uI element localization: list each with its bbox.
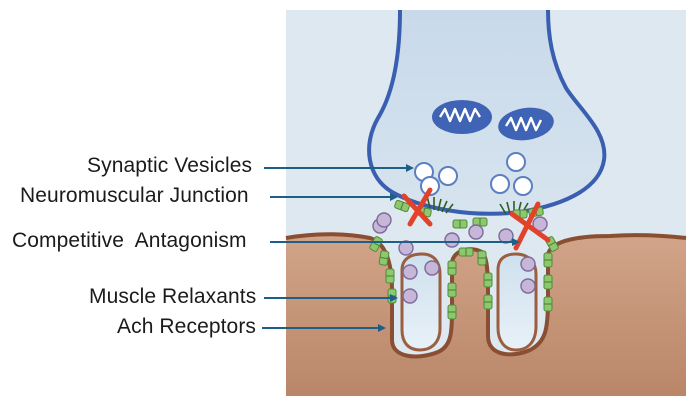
vesicle-icon [439, 167, 457, 185]
label-competitive-antagonism: Competitive Antagonism [12, 229, 247, 253]
relaxant-molecule-icon [469, 225, 483, 239]
vesicle-icon [514, 177, 532, 195]
receptor-icon [386, 269, 394, 283]
label-synaptic-vesicles: Synaptic Vesicles [87, 154, 252, 178]
relaxant-molecule-icon [403, 289, 417, 303]
receptor-icon [544, 253, 552, 267]
label-ach-receptors: Ach Receptors [117, 315, 256, 339]
receptor-icon [544, 297, 552, 311]
receptor-icon [448, 305, 456, 319]
receptor-icon [544, 275, 552, 289]
relaxant-molecule-icon [499, 229, 513, 243]
relaxant-molecule-icon [521, 257, 535, 271]
receptor-icon [448, 283, 456, 297]
receptor-icon [484, 295, 492, 309]
relaxant-molecule-icon [377, 213, 391, 227]
relaxant-molecule-icon [521, 279, 535, 293]
receptor-icon [459, 248, 473, 256]
receptor-icon [478, 251, 486, 265]
label-neuromuscular-junction: Neuromuscular Junction [20, 184, 249, 208]
vesicle-icon [491, 175, 509, 193]
relaxant-molecule-icon [445, 233, 459, 247]
relaxant-molecule-icon [399, 241, 413, 255]
receptor-icon [448, 261, 456, 275]
receptor-icon [453, 220, 467, 228]
mitochondrion-icon [432, 100, 492, 134]
relaxant-molecule-icon [425, 261, 439, 275]
receptor-icon [379, 250, 389, 265]
receptor-icon [484, 273, 492, 287]
relaxant-molecule-icon [403, 265, 417, 279]
label-muscle-relaxants: Muscle Relaxants [89, 285, 256, 309]
vesicle-icon [507, 153, 525, 171]
receptor-icon [388, 289, 396, 303]
